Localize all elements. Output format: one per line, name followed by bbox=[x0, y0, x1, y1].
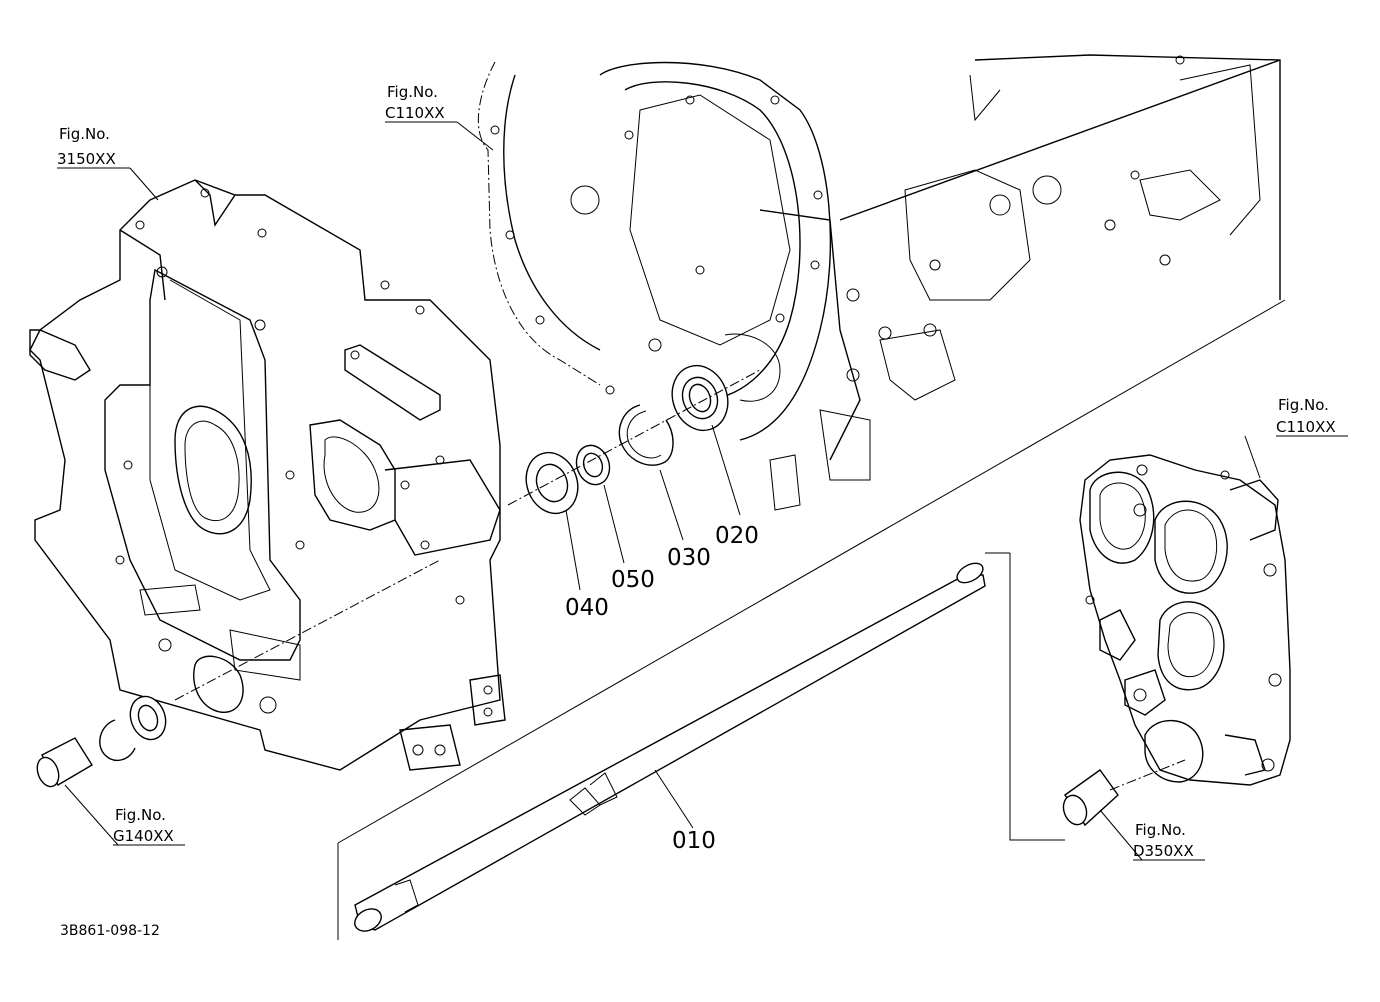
callout-010: 010 bbox=[672, 828, 716, 854]
figref-code: G140XX bbox=[113, 827, 174, 845]
figref-label: Fig.No. bbox=[387, 83, 438, 101]
figref-code: C110XX bbox=[1276, 418, 1336, 436]
figref-g140: Fig.No. G140XX bbox=[113, 806, 174, 845]
collar-050 bbox=[575, 444, 611, 486]
assembly-centerlines bbox=[174, 299, 1286, 940]
figref-code: 3150XX bbox=[57, 150, 116, 168]
drawing-code: 3B861-098-12 bbox=[60, 923, 160, 939]
transmission-case-housing bbox=[477, 54, 1281, 511]
figref-code: D350XX bbox=[1133, 842, 1194, 860]
left-small-parts bbox=[36, 695, 167, 788]
figref-label: Fig.No. bbox=[115, 806, 166, 824]
leader-lines bbox=[57, 121, 1348, 861]
figref-code: C110XX bbox=[385, 104, 445, 122]
bearing-020 bbox=[671, 364, 729, 432]
callout-030: 030 bbox=[667, 545, 711, 571]
figref-3150: Fig.No. 3150XX bbox=[57, 125, 116, 168]
figref-label: Fig.No. bbox=[1278, 396, 1329, 414]
cover-housing bbox=[1079, 454, 1291, 786]
callout-020: 020 bbox=[715, 523, 759, 549]
figref-d350: Fig.No. D350XX bbox=[1133, 821, 1194, 860]
gear-case-housing bbox=[29, 179, 506, 771]
figref-c110-top: Fig.No. C110XX bbox=[385, 83, 445, 122]
figref-c110-right: Fig.No. C110XX bbox=[1276, 396, 1336, 436]
oil-seal-040 bbox=[525, 451, 579, 515]
figref-label: Fig.No. bbox=[59, 125, 110, 143]
snap-ring-030 bbox=[618, 404, 674, 466]
callout-050: 050 bbox=[611, 567, 655, 593]
callout-040: 040 bbox=[565, 595, 609, 621]
figref-label: Fig.No. bbox=[1135, 821, 1186, 839]
shaft-010 bbox=[354, 562, 986, 932]
right-bushing bbox=[1062, 769, 1119, 827]
